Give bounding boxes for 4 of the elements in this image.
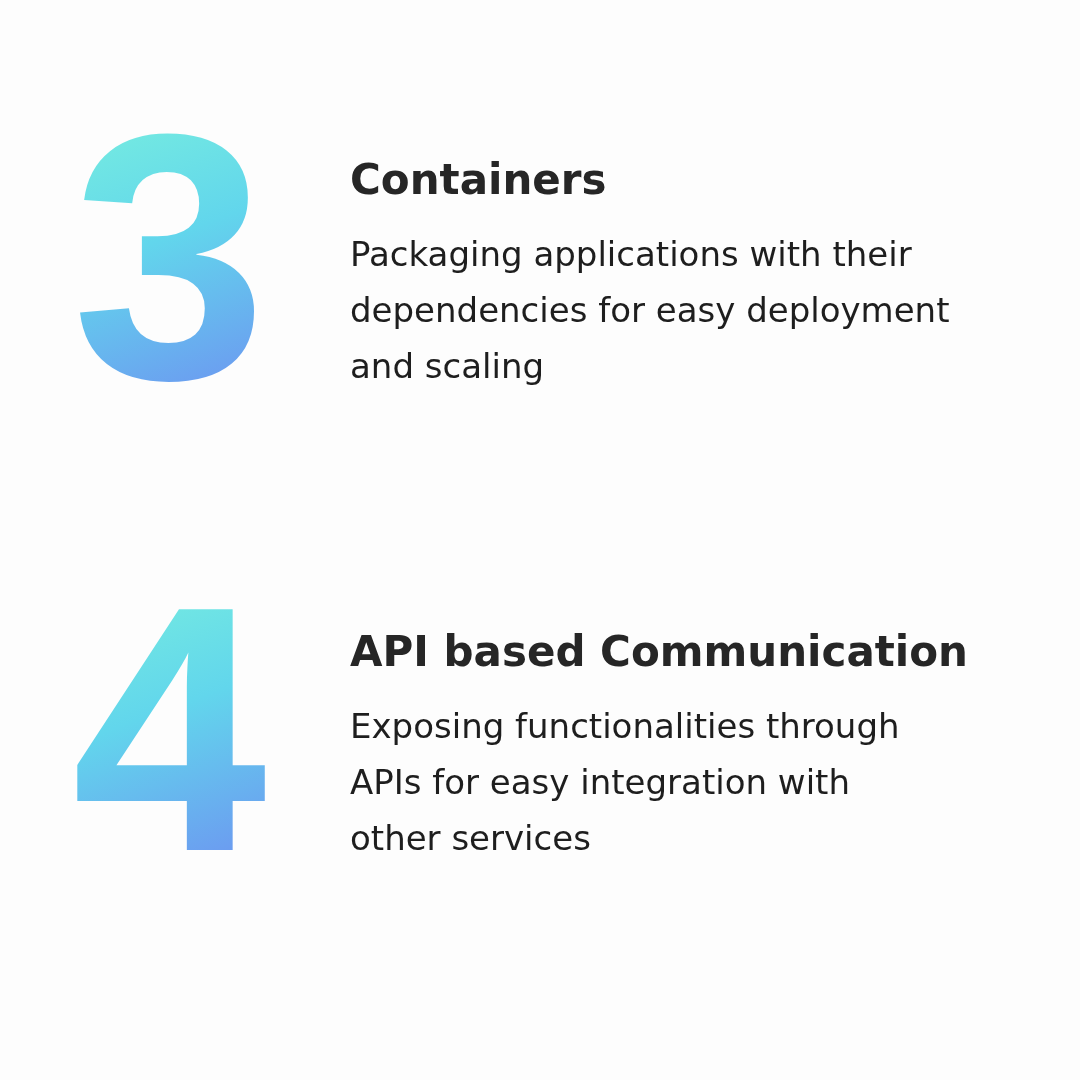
step-description: Packaging applications with their dependencies for easy deployment and scaling <box>350 233 950 388</box>
step-description: Exposing functionalities through APIs for easy integration with other services <box>350 705 901 860</box>
step-heading: Containers <box>350 155 607 206</box>
step-heading: API based Communication <box>350 627 968 678</box>
